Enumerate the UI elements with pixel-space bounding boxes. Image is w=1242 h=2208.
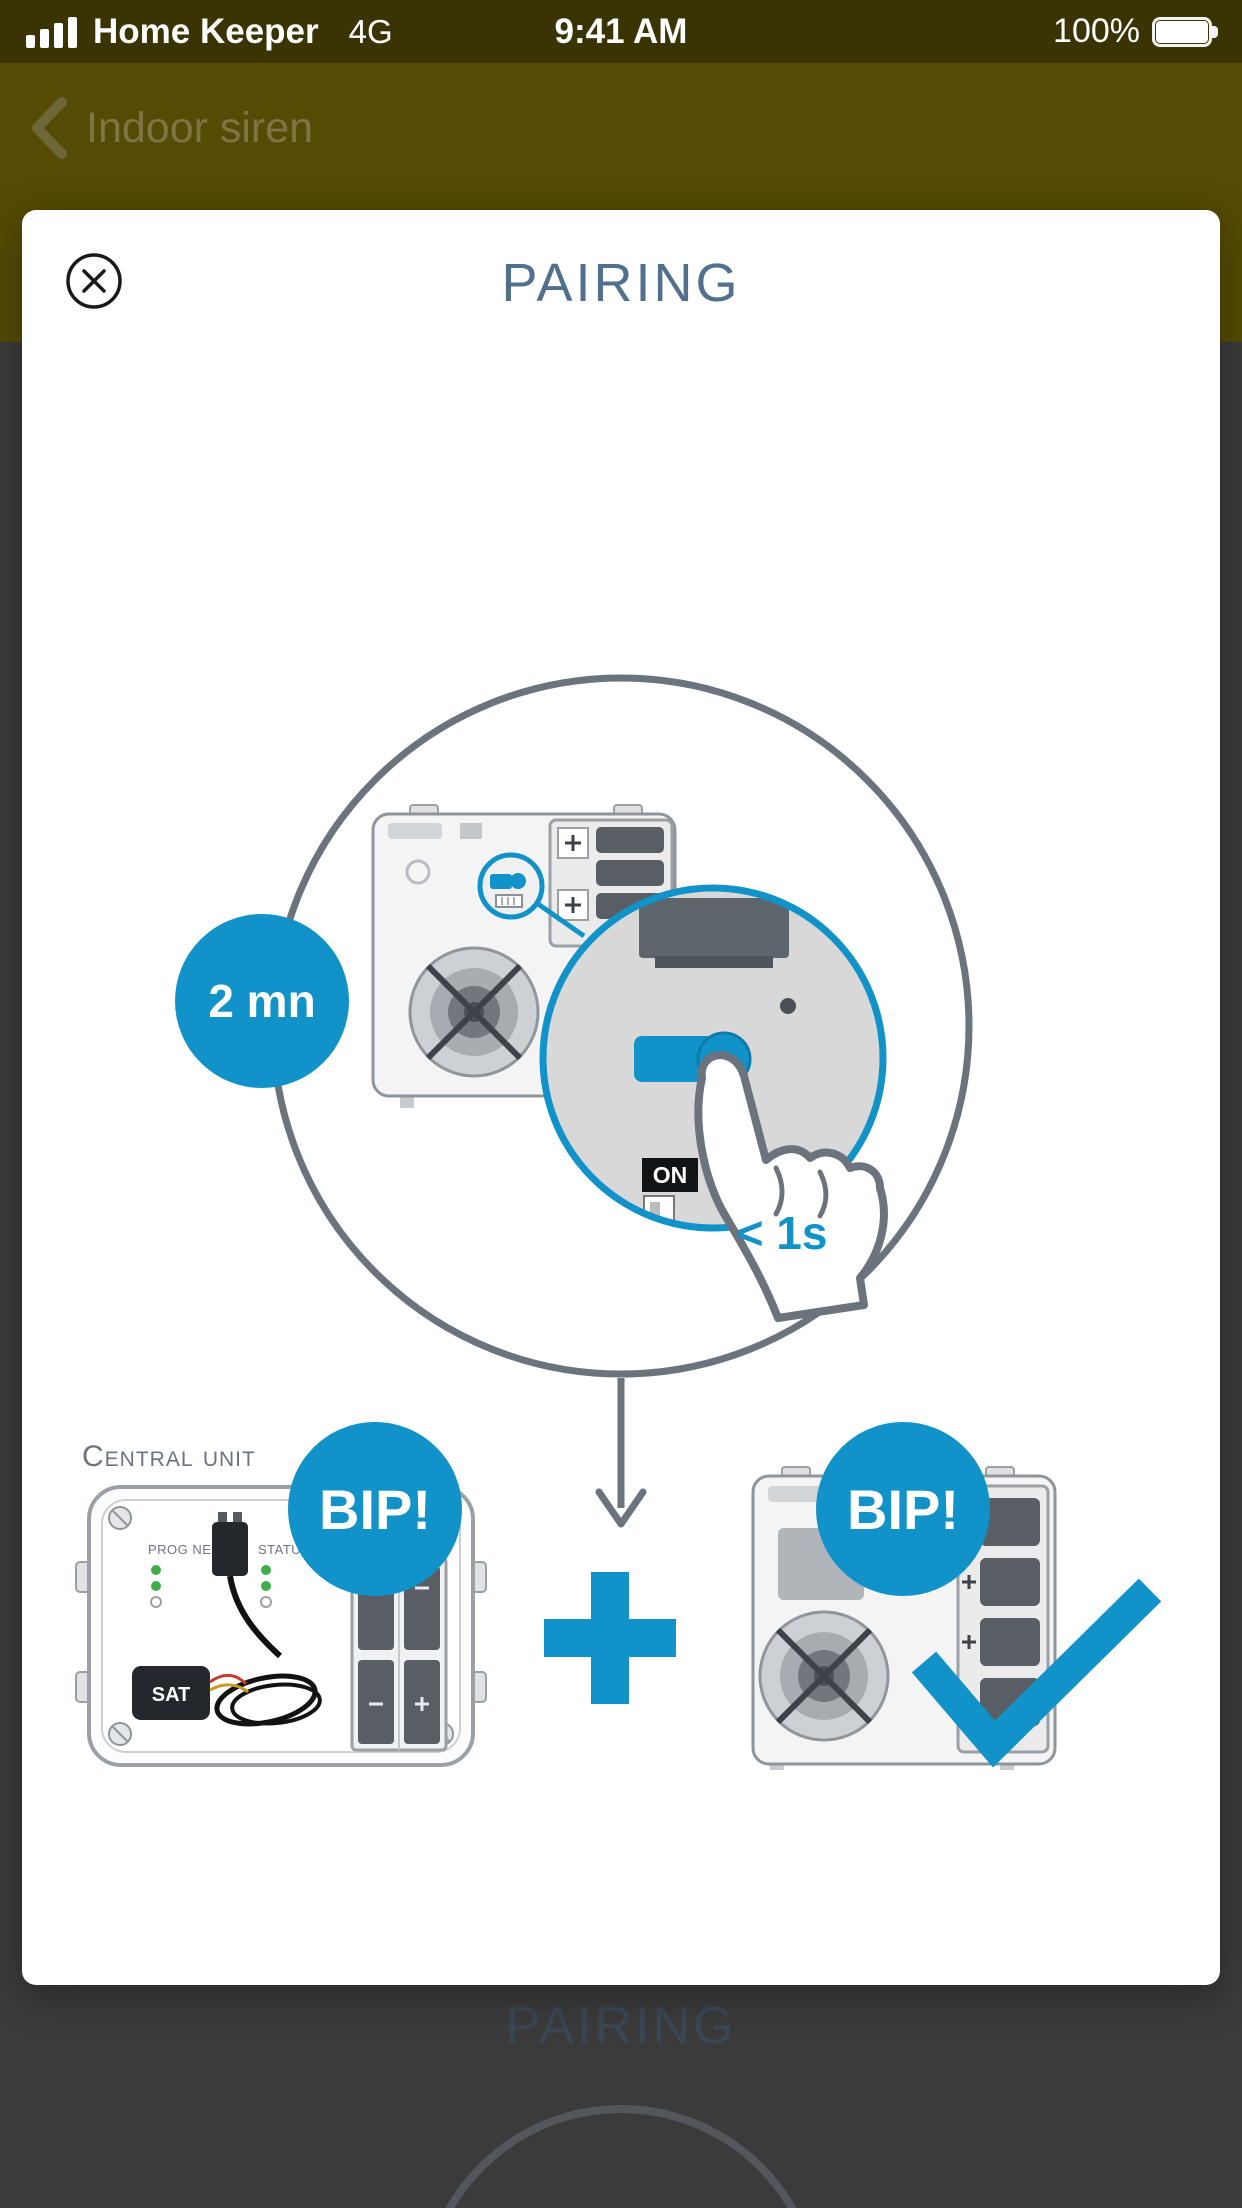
board-leds [150,1565,272,1608]
svg-text:PROG NET: PROG NET [148,1542,220,1557]
chevron-left-icon [32,97,67,159]
hand-press-icon [694,1051,888,1322]
modal-title: PAIRING [501,253,741,313]
status-bar: Home Keeper 4G 9:41 AM 100% [0,0,1242,63]
bip-badge-left: BIP! [288,1422,462,1596]
speaker-icon [408,946,540,1078]
close-icon [66,253,122,309]
close-button[interactable] [64,251,124,311]
pairing-diagram: ON [22,210,1220,1985]
battery-icon [1152,16,1220,48]
battery-percent-label: 100% [1053,12,1140,50]
timer-badge: 2 mn [175,914,349,1088]
dimmed-page-title: PAIRING [505,1997,737,2055]
cable-coil [214,1673,322,1727]
dimmed-page-circle [420,2105,822,2208]
power-adapter [212,1512,283,1659]
bip-badge-right: BIP! [816,1422,990,1596]
checkmark-icon [911,1578,1162,1768]
central-unit-illustration: PROG NET STATUS [75,1485,487,1767]
carrier-label: Home Keeper [93,11,319,51]
central-unit-caption: Central unit [82,1440,256,1473]
status-bar-right: 100% [1053,0,1220,63]
status-bar-left: Home Keeper 4G [26,0,393,63]
svg-text:SAT: SAT [152,1684,191,1706]
diagram-illustration: ON [75,674,1162,1770]
sat-module: SAT [132,1666,249,1720]
clock-label: 9:41 AM [554,12,688,51]
network-type-label: 4G [348,12,393,50]
arrow-down-icon [595,1378,647,1528]
button-callout [477,852,586,939]
press-duration-label: < 1s [736,1207,828,1259]
signal-bars-icon [26,15,77,48]
pairing-modal: PAIRING [22,210,1220,1985]
svg-text:ON: ON [653,1162,688,1188]
battery-compartment-right [956,1484,1050,1754]
back-button[interactable]: Indoor siren [28,95,313,161]
speaker-icon-right [758,1610,890,1742]
back-label: Indoor siren [86,103,314,152]
plus-icon [544,1572,676,1704]
